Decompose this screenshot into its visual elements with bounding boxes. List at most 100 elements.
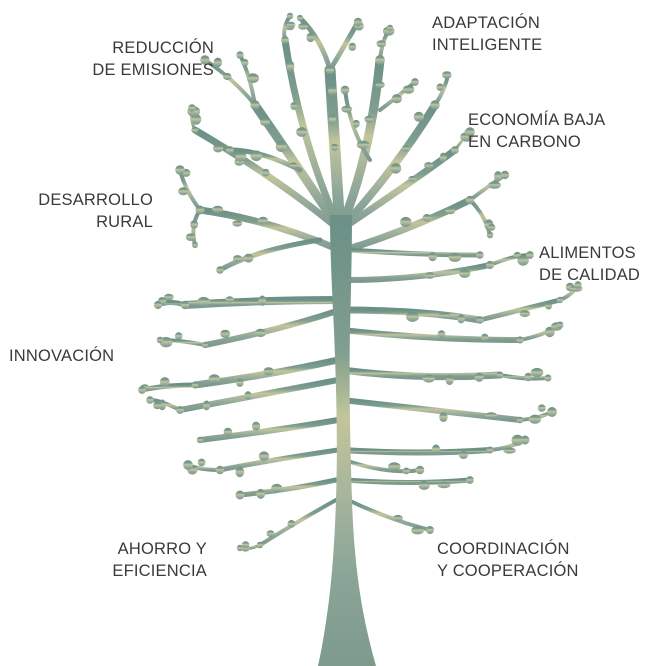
- tree-bud: [325, 65, 335, 75]
- tree-bud: [223, 72, 232, 81]
- tree-bud: [517, 255, 529, 266]
- tree-bud: [185, 233, 196, 241]
- tree-bud: [496, 371, 504, 379]
- tree-bud: [537, 404, 546, 412]
- tree-bud: [275, 141, 287, 153]
- tree-bud: [476, 251, 484, 259]
- tree-bud: [213, 57, 223, 68]
- label-line: ALIMENTOS: [539, 244, 636, 262]
- label-line: INNOVACIÓN: [9, 347, 115, 365]
- tree-bud: [191, 241, 199, 249]
- tree-bud: [544, 374, 552, 382]
- tree-bud: [328, 114, 337, 125]
- tree-bud: [426, 526, 434, 534]
- tree-bud: [257, 216, 269, 225]
- tree-bud: [413, 111, 424, 122]
- tree-branch: [347, 247, 483, 258]
- tree-branch: [258, 498, 338, 547]
- tree-branch: [339, 447, 493, 456]
- tree-trunk: [318, 215, 376, 666]
- label-alimentos-calidad: ALIMENTOS DE CALIDAD: [539, 242, 640, 286]
- tree-bud: [348, 42, 357, 51]
- tree-bud: [457, 314, 465, 324]
- tree-bud: [146, 396, 154, 404]
- tree-bud: [236, 51, 244, 59]
- tree-bud: [197, 458, 206, 467]
- tree-bud: [340, 85, 350, 95]
- tree-bud: [298, 23, 308, 30]
- tree-bud: [258, 295, 267, 306]
- tree-branch: [217, 447, 341, 473]
- tree-bud: [418, 480, 430, 490]
- tree-bud: [402, 467, 410, 475]
- tree-bud: [432, 444, 440, 454]
- tree-bud: [216, 266, 224, 274]
- tree-bud: [411, 78, 419, 86]
- tree-bud: [391, 94, 402, 104]
- tree-branches: [139, 14, 580, 551]
- tree-bud: [176, 406, 184, 414]
- tree-bud: [422, 374, 435, 383]
- tree-bud: [439, 412, 448, 423]
- label-line: INTELIGENTE: [432, 36, 543, 54]
- tree-bud: [392, 514, 403, 522]
- tree-bud: [408, 175, 417, 182]
- tree-bud: [212, 205, 224, 213]
- tree-bud: [516, 336, 524, 344]
- tree-bud: [180, 300, 190, 310]
- label-line: ECONOMÍA BAJA: [468, 111, 606, 129]
- tree-bud: [243, 253, 254, 263]
- tree-bud: [436, 83, 444, 91]
- tree-bud: [520, 435, 530, 445]
- tree-bud: [250, 150, 263, 162]
- tree-branch: [468, 198, 492, 237]
- tree-branch: [341, 196, 474, 254]
- tree-bud: [197, 296, 211, 307]
- tree-bud: [341, 105, 353, 113]
- tree-bud: [202, 342, 208, 348]
- tree-bud: [488, 181, 501, 189]
- label-desarrollo-rural: DESARROLLO RURAL: [38, 189, 153, 233]
- tree-bud: [163, 293, 174, 301]
- tree-bud: [448, 252, 462, 262]
- tree-bud: [251, 421, 261, 431]
- label-line: ADAPTACIÓN: [432, 14, 541, 32]
- tree-bud: [156, 336, 164, 344]
- tree-bud: [191, 126, 199, 134]
- tree-bud: [530, 367, 544, 378]
- tree-bud: [415, 465, 425, 475]
- tree-bud: [494, 171, 502, 182]
- tree-bud: [223, 427, 233, 437]
- tree-bud: [401, 145, 410, 152]
- tree-bud: [459, 269, 471, 278]
- tree-bud: [256, 488, 266, 499]
- tree-bud: [246, 73, 260, 84]
- tree-branch: [342, 458, 422, 474]
- tree-branch: [217, 237, 323, 273]
- tree-bud: [241, 541, 250, 548]
- label-line: DESARROLLO: [38, 191, 153, 209]
- label-line: RURAL: [96, 213, 153, 231]
- tree-bud: [260, 117, 270, 126]
- tree-branch: [177, 377, 341, 413]
- tree-bud: [386, 24, 394, 32]
- tree-leaves: [138, 12, 583, 552]
- tree-bud: [400, 216, 412, 228]
- tree-bud: [424, 272, 435, 279]
- tree-bud: [286, 21, 296, 28]
- tree-bud: [486, 231, 494, 239]
- tree-bud: [476, 316, 484, 324]
- label-economia-baja-carbono: ECONOMÍA BAJA EN CARBONO: [468, 109, 605, 153]
- tree-bud: [485, 412, 498, 419]
- tree-bud: [439, 152, 447, 163]
- tree-bud: [138, 386, 146, 394]
- tree-bud: [281, 36, 289, 44]
- tree-bud: [528, 414, 542, 424]
- tree-bud: [402, 85, 415, 94]
- tree-bud: [556, 321, 564, 329]
- tree-branch: [203, 58, 257, 107]
- tree-bud: [200, 55, 210, 65]
- tree-bud: [547, 407, 557, 417]
